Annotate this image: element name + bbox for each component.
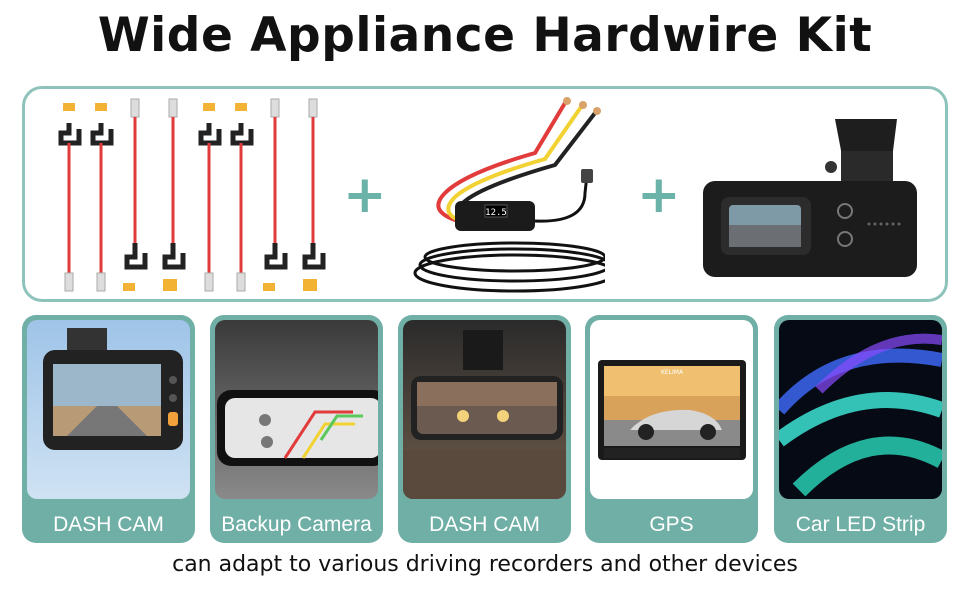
hardwire-cable-icon: 12.5	[413, 97, 605, 293]
device-card: DASH CAM	[22, 315, 195, 543]
rearview-mirror-icon	[217, 390, 378, 466]
fuse-icon	[63, 103, 75, 111]
kit-contents-panel: + 12.5 +	[22, 86, 948, 302]
dash-cam-icon	[703, 119, 917, 277]
dash-cam-icon	[43, 328, 183, 450]
plus-sign: +	[637, 165, 681, 225]
page-title: Wide Appliance Hardwire Kit	[97, 8, 873, 63]
module-display: 12.5	[485, 208, 507, 218]
mirror-dash-cam-icon	[403, 330, 566, 499]
device-label: DASH CAM	[53, 513, 164, 536]
device-label: Car LED Strip	[795, 513, 926, 536]
plus-sign: +	[343, 165, 387, 225]
device-card: DASH CAM	[398, 315, 571, 543]
device-card: Backup Camera	[210, 315, 383, 543]
gps-photo: KELIMA	[590, 320, 753, 499]
device-card: KELIMA GPS	[585, 315, 758, 543]
led-strip-photo	[779, 320, 942, 499]
device-label: GPS	[649, 513, 694, 536]
compatible-devices: DASH CAM Backup Camera	[22, 315, 948, 543]
device-label: DASH CAM	[429, 513, 540, 536]
device-label: Backup Camera	[221, 513, 372, 536]
mirror-dash-cam-photo	[403, 320, 566, 499]
gps-brand: KELIMA	[661, 369, 684, 376]
fuse-tap-adapters	[58, 98, 326, 292]
backup-camera-photo	[215, 320, 378, 499]
dash-cam-photo	[27, 320, 190, 499]
caption-text: can adapt to various driving recorders a…	[172, 552, 798, 577]
device-card: Car LED Strip	[774, 315, 947, 543]
gps-screen-icon: KELIMA	[598, 360, 746, 460]
led-strip-icon	[779, 333, 942, 497]
